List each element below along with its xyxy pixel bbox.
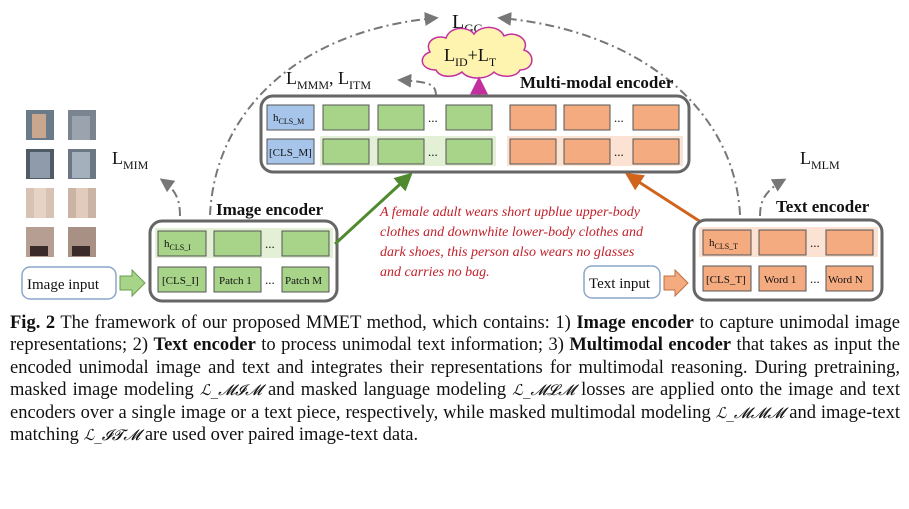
txt-ellipsis: ...: [810, 235, 820, 250]
image-input-box: [21, 266, 117, 300]
framework-figure: LGC LID+LT LMMM, LITM Multi-modal encode…: [21, 11, 884, 303]
caption-bold-term: Image encoder: [576, 313, 694, 333]
img-ellipsis: ...: [265, 272, 275, 287]
txt-token: [825, 229, 874, 256]
loss-mlm-label: LMLM: [800, 148, 840, 172]
mm-hcls-token: [266, 104, 315, 131]
img-token: [213, 230, 262, 257]
description-line: and carries no bag.: [380, 265, 490, 280]
txt-token: [758, 229, 807, 256]
img-token: [281, 230, 330, 257]
image-encoder-title: Image encoder: [216, 200, 324, 219]
word-1-token: [758, 265, 807, 292]
img-cls-label: [CLS_I]: [162, 275, 199, 287]
word-n-token: [825, 265, 874, 292]
mim-arrow: [159, 178, 181, 217]
patch-m-label: Patch M: [285, 275, 322, 287]
mm-ellipsis: ...: [428, 110, 438, 125]
img-ellipsis: ...: [265, 236, 275, 251]
figure-caption: Fig. 2 The framework of our proposed MME…: [10, 312, 900, 446]
img-hcls-token: [157, 230, 207, 257]
patch-m-token: [281, 266, 330, 293]
description-line: dark shoes, this person also wears no gl…: [380, 245, 635, 260]
caption-text: and image-text matching: [10, 402, 900, 446]
img-hcls-label: hCLS_I: [164, 238, 191, 252]
caption-math: ℒ_𝓘𝓣𝓜: [83, 426, 141, 445]
caption-text: that takes as input the encoded unimodal…: [10, 335, 901, 401]
image-to-mm-arrow: [333, 172, 413, 246]
caption-figure-label: Fig. 2: [10, 313, 56, 333]
txt-cls-token: [702, 265, 752, 292]
mm-img-token: [377, 104, 425, 131]
mm-txt-token: [632, 104, 680, 131]
patch-1-token: [213, 266, 262, 293]
word-n-label: Word N: [828, 274, 863, 286]
caption-math: ℒ_𝓜𝓜𝓜: [715, 403, 785, 422]
gc-arc-left: [209, 12, 439, 216]
description-line: clothes and downwhite lower-body clothes…: [380, 225, 644, 240]
text-encoder-title: Text encoder: [776, 197, 870, 216]
caption-text: The framework of our proposed MMET metho…: [55, 313, 577, 333]
caption-text: to process unimodal text information; 3): [255, 335, 570, 356]
caption-bold-term: Text encoder: [153, 335, 256, 356]
word-1-label: Word 1: [764, 274, 796, 286]
text-input-label: Text input: [589, 276, 651, 292]
image-input-arrow: [119, 268, 146, 298]
mmm-arrow: [397, 73, 437, 97]
loss-mmm-itm-label: LMMM, LITM: [286, 68, 371, 92]
mm-img-token: [377, 138, 425, 165]
mm-txt-token: [563, 138, 611, 165]
mm-txt-token: [509, 138, 557, 165]
text-to-mm-arrow: [624, 173, 705, 226]
mm-encoder-title: Multi-modal encoder: [520, 73, 674, 92]
caption-math: ℒ_𝓜𝓛𝓜: [512, 381, 575, 400]
mm-ellipsis: ...: [614, 144, 624, 159]
img-cls-token: [157, 266, 207, 293]
description-line: A female adult wears short upblue upper-…: [379, 205, 641, 220]
caption-text: to capture unimodal image representation…: [10, 313, 900, 356]
image-input-label: Image input: [27, 277, 100, 293]
text-description: A female adult wears short upblue upper-…: [379, 205, 644, 280]
mm-txt-token: [509, 104, 557, 131]
text-input-box: [583, 265, 661, 299]
txt-cls-label: [CLS_T]: [706, 274, 746, 286]
mm-txt-token: [563, 104, 611, 131]
mlm-arrow: [759, 178, 787, 217]
patch-1-label: Patch 1: [219, 275, 252, 287]
caption-text: losses are applied onto the image and te…: [10, 380, 900, 423]
mm-txt-token: [632, 138, 680, 165]
mm-img-token: [445, 138, 493, 165]
mm-cls-token: [266, 138, 315, 165]
loss-id-t-label: LID+LT: [444, 45, 497, 69]
mm-img-token: [445, 104, 493, 131]
mm-hcls-label: hCLS_M: [273, 112, 304, 126]
mm-cls-label: [CLS_M]: [269, 147, 312, 159]
txt-hcls-label: hCLS_T: [709, 237, 738, 251]
mm-img-token: [322, 138, 370, 165]
gc-arc-right: [497, 11, 741, 216]
txt-ellipsis: ...: [810, 271, 820, 286]
loss-mim-label: LMIM: [112, 148, 149, 172]
caption-text: are used over paired image-text data.: [140, 425, 419, 446]
caption-math: ℒ_𝓜𝓘𝓜: [199, 381, 262, 400]
text-input-arrow: [663, 268, 689, 298]
mm-ellipsis: ...: [614, 110, 624, 125]
person-image-patches: [26, 110, 96, 257]
mm-ellipsis: ...: [428, 144, 438, 159]
mm-img-token: [322, 104, 370, 131]
txt-hcls-token: [702, 229, 752, 256]
caption-bold-term: Multimodal encoder: [569, 335, 731, 356]
caption-text: and masked language modeling: [261, 380, 513, 401]
